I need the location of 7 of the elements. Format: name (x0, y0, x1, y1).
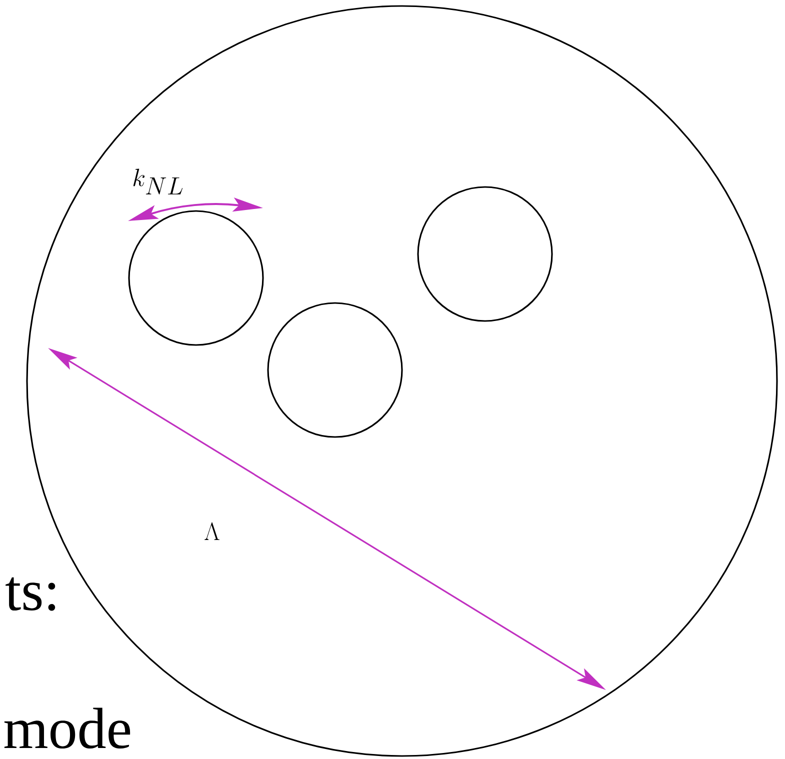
math-label: $\Lambda$ (204, 522, 220, 540)
text-fragment: mode (4, 708, 130, 749)
inner-circle (417, 186, 553, 322)
math-label: $k_{NL}$ (133, 168, 183, 194)
inner-circle (267, 302, 403, 438)
text-fragment: ts: (6, 577, 56, 611)
inner-circle (128, 210, 264, 346)
